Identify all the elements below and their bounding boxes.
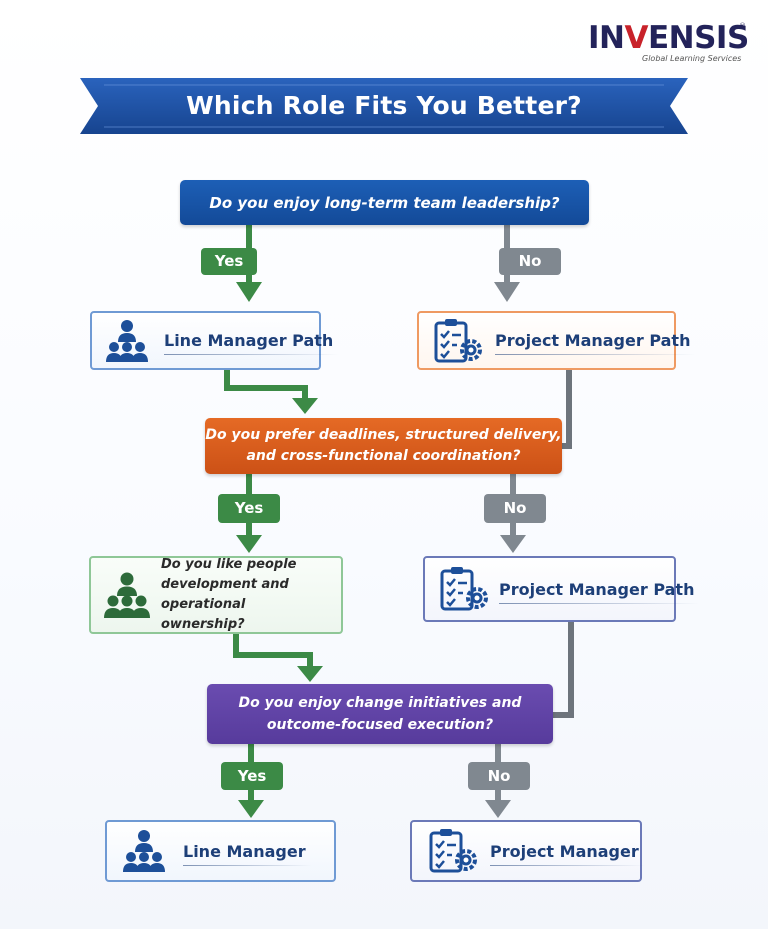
q2-yes-label: Yes — [218, 494, 280, 523]
result-label: Project Manager — [490, 842, 645, 866]
brand-wordmark: INVENSIS — [588, 20, 749, 56]
q4-no-label: No — [468, 762, 530, 790]
question-structured-delivery: Do you prefer deadlines, structured deli… — [205, 418, 562, 474]
path-label: Line Manager Path — [164, 331, 340, 355]
line-manager-path-box: Line Manager Path — [90, 311, 340, 370]
title-ribbon: Which Role Fits You Better? — [80, 76, 688, 136]
question-text-line-1: Do you enjoy change initiatives and — [238, 695, 522, 711]
checklist-gear-icon — [429, 829, 477, 873]
label-underline — [495, 354, 697, 355]
question-people-development: Do you like people development and opera… — [89, 556, 343, 634]
result-project-manager: Project Manager — [410, 820, 645, 882]
question-text-line-1: Do you prefer deadlines, structured deli… — [205, 427, 562, 443]
question-text-line-1: Do you like people — [161, 557, 297, 572]
path-label: Project Manager Path — [499, 580, 701, 604]
question-text-line-3: ownership? — [161, 617, 245, 632]
question-team-leadership: Do you enjoy long-term team leadership? — [180, 180, 589, 225]
brand-tagline: Global Learning Services — [642, 54, 742, 63]
project-manager-path-box: Project Manager Path — [417, 311, 697, 370]
q4-yes-label: Yes — [221, 762, 283, 790]
label-underline — [490, 864, 645, 866]
label-underline — [183, 864, 312, 866]
team-hierarchy-icon — [123, 830, 165, 872]
question-text: Do you enjoy long-term team leadership? — [209, 193, 560, 212]
brand-logo: INVENSIS ® Global Learning Services — [588, 20, 749, 64]
checklist-gear-icon — [434, 318, 482, 362]
page-title: Which Role Fits You Better? — [186, 91, 582, 120]
q1-no-label: No — [499, 248, 561, 275]
result-label: Line Manager — [183, 842, 312, 866]
result-line-manager: Line Manager — [105, 820, 336, 882]
q1-yes-label: Yes — [201, 248, 257, 275]
team-hierarchy-icon — [104, 572, 150, 618]
label-underline — [164, 354, 340, 355]
question-text-line-2: development and operational — [161, 577, 289, 612]
project-manager-path-box-2: Project Manager Path — [423, 556, 701, 622]
label-underline — [499, 602, 701, 604]
checklist-gear-icon — [440, 567, 488, 611]
question-text-line-2: outcome-focused execution? — [266, 717, 494, 733]
question-text-line-2: and cross-functional coordination? — [246, 448, 521, 464]
q2-no-label: No — [484, 494, 546, 523]
path-label: Project Manager Path — [495, 331, 697, 355]
team-hierarchy-icon — [106, 319, 148, 362]
registered-mark: ® — [739, 22, 746, 30]
question-change-initiatives: Do you enjoy change initiatives and outc… — [207, 684, 553, 744]
